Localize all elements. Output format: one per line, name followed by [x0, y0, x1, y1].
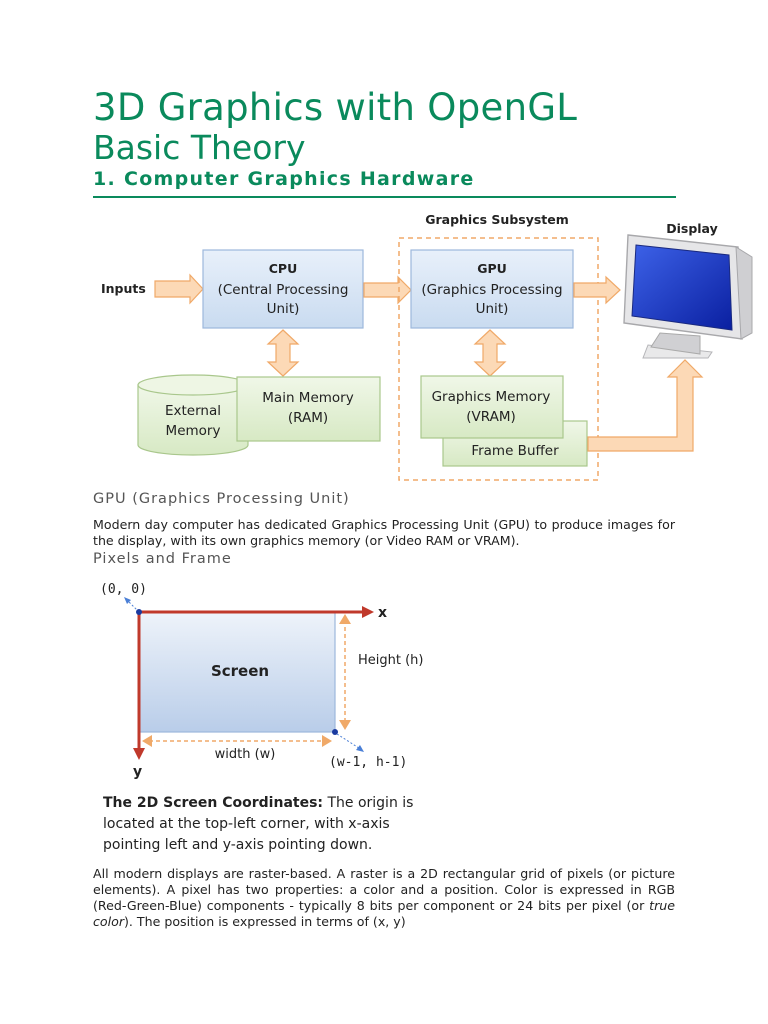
corner-pointer-head	[356, 745, 364, 752]
width-arrow-left	[142, 735, 152, 747]
caption-bold: The 2D Screen Coordinates:	[103, 795, 324, 811]
graphics-memory-box	[420, 375, 564, 439]
screen-rect	[138, 611, 336, 733]
graphics-memory-line1: Graphics Memory	[432, 389, 551, 405]
raster-text-1: All modern displays are raster-based. A …	[93, 866, 675, 913]
x-axis-arrowhead	[362, 606, 374, 618]
display-monitor-icon	[623, 234, 753, 359]
width-label: width (w)	[215, 747, 276, 762]
external-memory-line2: Memory	[166, 423, 221, 439]
height-arrow-bottom	[339, 720, 351, 730]
cpu-memory-arrow	[266, 329, 300, 377]
gpu-paragraph: Modern day computer has dedicated Graphi…	[93, 517, 675, 548]
origin-pointer-head	[124, 597, 131, 604]
hardware-diagram: Inputs CPU (Central Processing Unit) Gra…	[101, 212, 753, 481]
inputs-label: Inputs	[101, 281, 146, 296]
cpu-box	[202, 249, 364, 329]
main-memory-line2: (RAM)	[288, 410, 328, 426]
caption-line3: pointing left and y-axis pointing down.	[103, 837, 373, 853]
raster-paragraph: All modern displays are raster-based. A …	[93, 866, 675, 930]
screen-coordinates-diagram: (0, 0) Screen x y Height (h) width (w) (…	[100, 582, 424, 780]
corner-pointer	[336, 733, 363, 751]
screen-caption: The 2D Screen Coordinates: The origin is…	[103, 793, 433, 856]
gpu-line2: Unit)	[476, 301, 509, 317]
corner-dot	[332, 729, 338, 735]
external-memory-line1: External	[165, 403, 221, 419]
gpu-line1: (Graphics Processing	[421, 282, 562, 298]
section-heading: 1. Computer Graphics Hardware	[93, 168, 475, 190]
caption-line1: The origin is	[323, 795, 414, 811]
heading-divider	[93, 196, 676, 198]
origin-label: (0, 0)	[100, 582, 147, 597]
display-label: Display	[666, 221, 718, 236]
height-label: Height (h)	[358, 653, 424, 668]
gpu-title: GPU	[477, 261, 507, 276]
page-title: 3D Graphics with OpenGL	[93, 86, 578, 129]
frame-buffer-label: Frame Buffer	[471, 443, 559, 459]
cpu-line2: Unit)	[267, 301, 300, 317]
cpu-title: CPU	[269, 261, 298, 276]
main-memory-box	[236, 376, 381, 442]
gpu-display-arrow	[573, 275, 621, 305]
screen-label: Screen	[211, 662, 269, 680]
pixels-heading: Pixels and Frame	[93, 551, 232, 567]
origin-pointer	[125, 598, 140, 613]
caption-line2: located at the top-left corner, with x-a…	[103, 816, 390, 832]
corner-label: (w-1, h-1)	[329, 755, 407, 770]
graphics-memory-line2: (VRAM)	[466, 409, 516, 425]
external-memory-cylinder	[137, 374, 249, 456]
y-axis-label: y	[133, 764, 142, 780]
origin-dot	[136, 609, 142, 615]
y-axis-arrowhead	[133, 748, 145, 760]
width-arrow-right	[322, 735, 332, 747]
raster-italic: true color	[93, 898, 675, 929]
main-memory-line1: Main Memory	[262, 390, 353, 406]
graphics-subsystem-label: Graphics Subsystem	[425, 212, 569, 227]
gpu-box	[410, 249, 574, 329]
framebuffer-display-arrow	[587, 359, 704, 452]
cpu-line1: (Central Processing	[218, 282, 349, 298]
height-arrow-top	[339, 614, 351, 624]
page-subtitle: Basic Theory	[93, 128, 306, 167]
gpu-heading: GPU (Graphics Processing Unit)	[93, 491, 350, 507]
cpu-gpu-arrow	[363, 275, 412, 305]
graphics-subsystem-boundary	[398, 237, 599, 481]
inputs-arrow	[154, 273, 204, 305]
raster-text-2: ). The position is expressed in terms of…	[124, 914, 406, 929]
x-axis-label: x	[378, 605, 387, 621]
gpu-vram-arrow	[473, 329, 507, 377]
